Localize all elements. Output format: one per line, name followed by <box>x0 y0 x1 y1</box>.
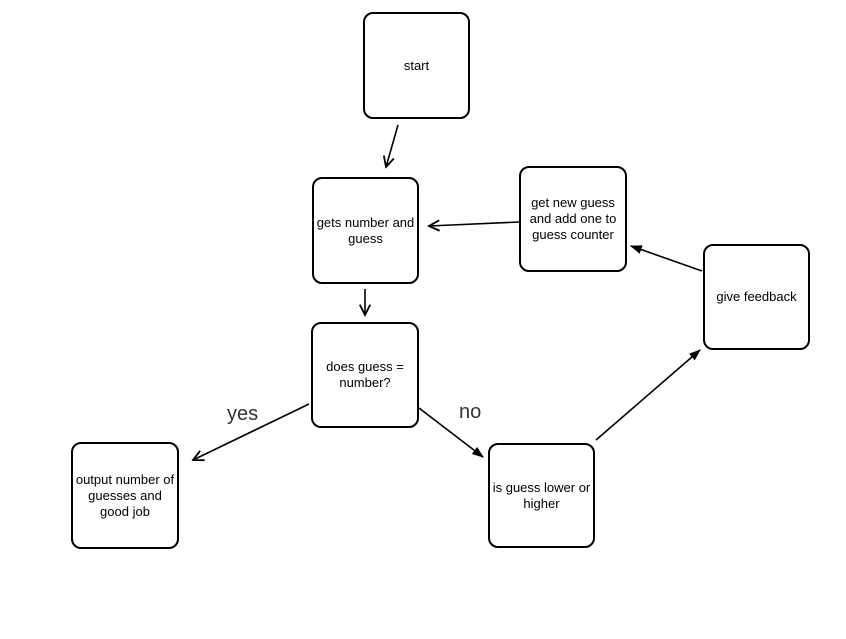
node-gets-number-and-guess[interactable]: gets number and guess <box>312 177 419 284</box>
edge-label-no: no <box>459 401 482 423</box>
node-start[interactable]: start <box>363 12 470 119</box>
node-give-feedback-label: give feedback <box>716 289 797 304</box>
edge-get-new-guess-to-gets-number <box>429 222 520 226</box>
node-give-feedback[interactable]: give feedback <box>703 244 810 350</box>
node-does-guess-equal-number[interactable]: does guess = number? <box>311 322 419 428</box>
edge-give-feedback-to-get-new-guess <box>629 245 703 272</box>
node-gets-number-and-guess-label: gets number and guess <box>316 214 415 246</box>
node-is-guess-lower-or-higher[interactable]: is guess lower or higher <box>488 443 595 548</box>
edge-label-yes: yes <box>227 403 259 425</box>
edge-is-guess-to-give-feedback <box>595 349 701 441</box>
node-output-number-of-guesses[interactable]: output number of guesses and good job <box>71 442 179 549</box>
node-output-number-of-guesses-label: output number of guesses and good job <box>75 471 175 519</box>
node-is-guess-lower-or-higher-label: is guess lower or higher <box>492 479 591 511</box>
node-does-guess-equal-number-label: does guess = number? <box>326 359 404 390</box>
node-start-label: start <box>403 57 430 73</box>
node-get-new-guess[interactable]: get new guess and add one to guess count… <box>519 166 627 272</box>
edge-start-to-gets-number <box>386 124 399 167</box>
node-get-new-guess-label: get new guess and add one to guess count… <box>529 195 617 242</box>
